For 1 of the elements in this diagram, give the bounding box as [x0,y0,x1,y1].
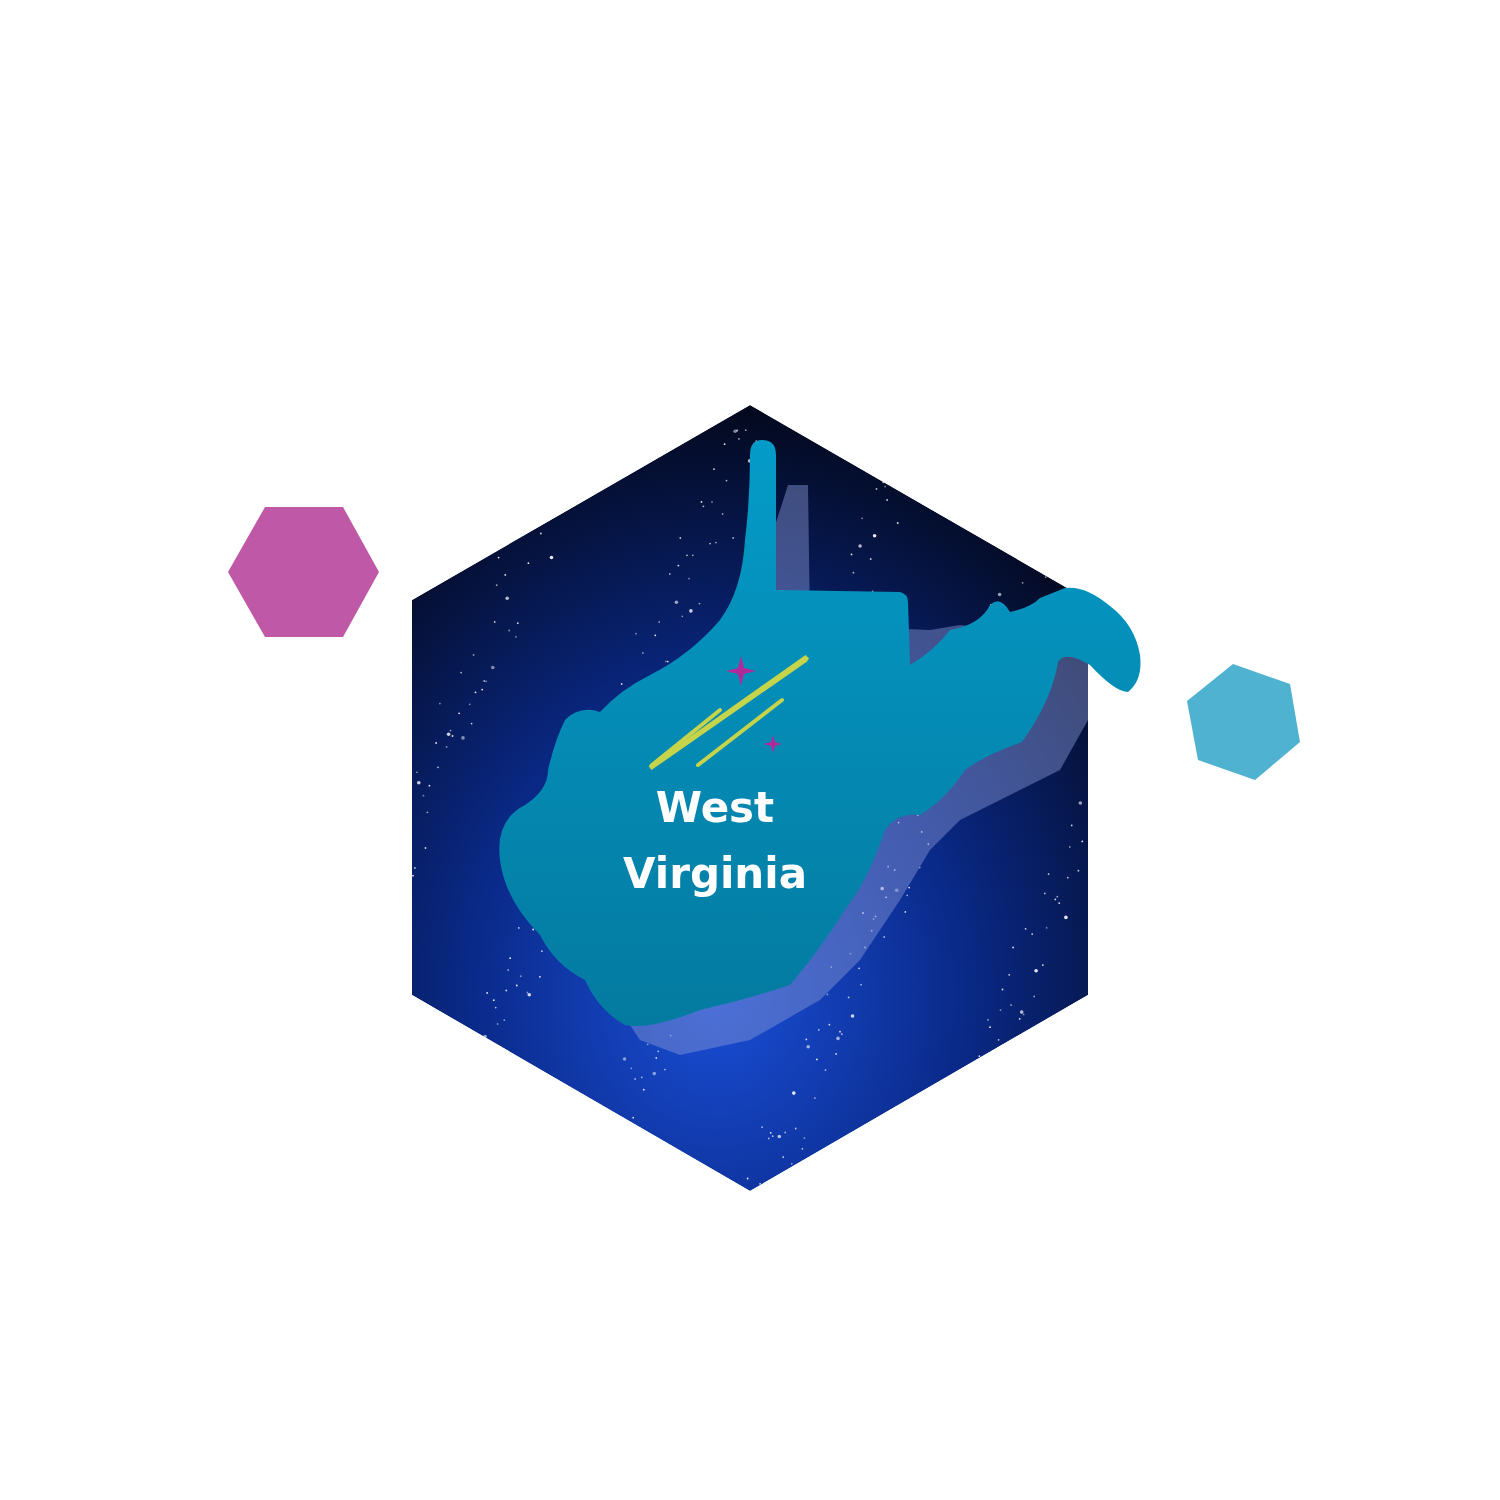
state-name: West Virginia [622,782,808,900]
